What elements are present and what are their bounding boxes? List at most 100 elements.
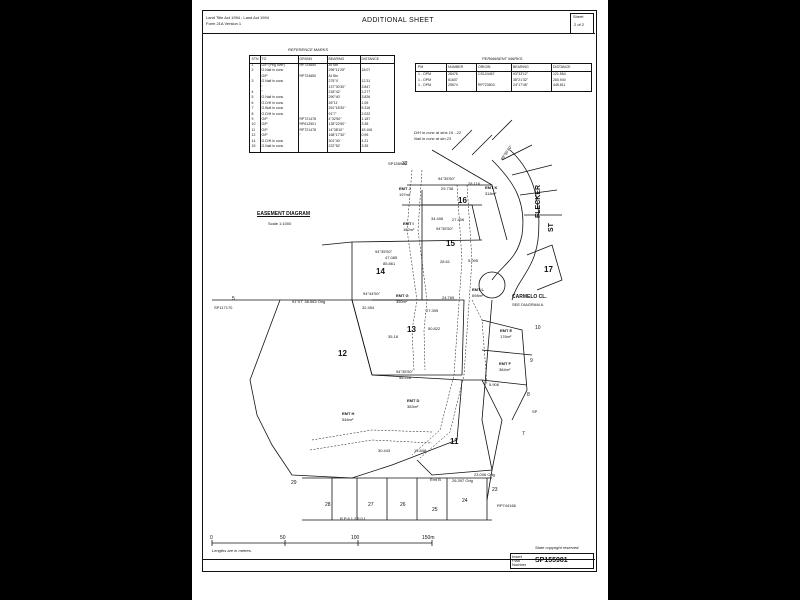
- ref-table-cell: 12: [251, 133, 256, 138]
- ref-table-cell: 3: [251, 79, 254, 84]
- easement-diagram: [211, 119, 563, 546]
- table-header-rule: [416, 71, 591, 72]
- ref-table-cell: RP724650: [299, 63, 317, 67]
- pm-table-cell: CS124467: [478, 72, 495, 76]
- ref-table-cell: O.D/H in conc: [261, 111, 284, 116]
- dim-11: 94°44'50": [363, 291, 381, 296]
- ref-table-cell: 14°38'10": [328, 127, 344, 132]
- dim-9: 47.085: [385, 255, 398, 260]
- table-column-rule: [446, 64, 447, 91]
- ref-table-cell: O.D/H in conc: [261, 100, 284, 105]
- ref-table-cell: O.Nail in conc: [261, 68, 284, 73]
- pm-table-cell: 260.940: [553, 77, 566, 82]
- sheet-border: [202, 10, 597, 572]
- copyright: State copyright reserved.: [535, 545, 580, 550]
- dim-3: 28.116: [468, 181, 480, 186]
- close-name: CARMELO CL.: [512, 294, 547, 300]
- table-column-rule: [260, 56, 261, 152]
- ref-table-cell: 6: [251, 100, 254, 105]
- lot-17: 17: [544, 265, 553, 274]
- ref-table-cell: 0.95: [361, 133, 369, 138]
- dim-23: 5.906: [489, 382, 500, 387]
- emt-j-area: 197m²: [399, 192, 411, 197]
- ref-table-cell: 3.847: [361, 84, 371, 89]
- dim-17: 94°35'50": [396, 369, 414, 374]
- close-note: SEE DIAGRAM A: [512, 302, 544, 307]
- pm-table-cell: 93°33'12": [513, 72, 528, 76]
- footer-rule: [202, 559, 595, 560]
- street-name-1: FLECKER: [535, 184, 542, 218]
- dim-5: 34.406: [431, 216, 444, 221]
- sheet-value: 2 of 2: [574, 22, 585, 27]
- lot-11: 11: [450, 437, 459, 446]
- ref-table-cell: 2.022: [361, 111, 371, 116]
- emt-l-area: 698m²: [472, 293, 484, 298]
- ref-header-cell: DISTANCE: [361, 56, 379, 61]
- ref-table-cell: ": [261, 90, 263, 94]
- ref-table-cell: 1.05: [361, 100, 369, 105]
- diagram-scale: Scale 1:1000: [268, 221, 292, 226]
- ref-table-cell: 4.21: [361, 138, 369, 143]
- ref-table-cell: 26°11': [328, 100, 339, 105]
- lot-12: 12: [338, 349, 347, 358]
- table-column-rule: [298, 56, 299, 152]
- plan-ref-sp117170: SP117170: [214, 305, 233, 310]
- adjoining-lot-8: 8: [527, 392, 530, 398]
- adjoining-lot-10: 10: [535, 325, 541, 331]
- dim-14: 27.395: [426, 308, 439, 313]
- ref-header-cell: STN: [251, 56, 259, 61]
- ref-table-cell: 275°4': [328, 79, 339, 84]
- ref-table-cell: ": [299, 133, 301, 138]
- pm-header-cell: BEARING: [513, 64, 529, 69]
- table-column-rule: [511, 64, 512, 91]
- ref-table-cell: 8: [251, 111, 254, 116]
- ref-table-cell: O/P: [261, 73, 268, 78]
- scale-tick-150: 150m: [422, 535, 435, 541]
- emt-k-area: 318m²: [485, 191, 497, 196]
- ref-table-cell: O.Bolt in conc: [261, 106, 284, 111]
- ref-table-cell: 4: [251, 90, 254, 94]
- emt-d-area: 383m²: [407, 404, 419, 409]
- ref-table-cell: 7: [251, 106, 254, 111]
- emt-g-area: 350m²: [396, 299, 408, 304]
- adjoining-lot-5: 5: [232, 296, 235, 302]
- ref-table-cell: 168°17'30": [328, 133, 346, 138]
- scale-tick-100: 100: [351, 535, 360, 541]
- emt-k-label: EMT K: [485, 185, 498, 190]
- act-line-1: Land Title Act 1994 ; Land Act 1994: [206, 15, 269, 20]
- ref-table-cell: 15: [251, 144, 256, 148]
- ref-table-cell: 3.35: [361, 144, 369, 148]
- dim-10: 85.861: [383, 261, 396, 266]
- dim-18: 58.216: [399, 375, 412, 380]
- dim-27: Emt B: [430, 477, 441, 482]
- ref-table-cell: O/P: [261, 133, 268, 138]
- ref-table-cell: 11: [251, 127, 256, 132]
- permanent-marks-title: PERMANENT MARKS: [482, 56, 523, 61]
- ref-header-cell: BEARING: [328, 56, 345, 61]
- ref-table-cell: O/P: [261, 122, 268, 127]
- emt-l-label: EMT L: [472, 287, 484, 292]
- ref-table-cell: 1: [251, 63, 254, 67]
- ref-table-cell: At Stn: [328, 73, 339, 78]
- scale-tick-50: 50: [280, 535, 286, 541]
- ref-table-cell: 45.106: [361, 127, 373, 132]
- emt-d-label: EMT D: [407, 398, 420, 403]
- pm-table-cell: 24°17'45": [513, 83, 528, 87]
- ref-table-cell: O.D/H in conc: [261, 138, 284, 143]
- adjoining-lot-9: 9: [530, 358, 533, 364]
- adjoining-lot-29: 29: [291, 480, 297, 486]
- dim-16: 50.822: [428, 326, 441, 331]
- emt-j-label: EMT J: [399, 186, 411, 191]
- pm-note-1: D/H in conc at stns 16 - 22: [414, 130, 462, 135]
- ref-table-cell: 9: [251, 117, 254, 121]
- dim-1: 94°35'50": [438, 176, 456, 181]
- street-name-2: ST: [548, 223, 555, 232]
- dim-26: 28.61: [440, 259, 451, 264]
- plan-ref-rp744166: RP744166: [497, 503, 516, 508]
- plan-number-box: [510, 553, 594, 569]
- header-rule: [202, 33, 595, 34]
- dim-6: 27.406: [452, 217, 465, 222]
- plan-ref-sp: SP: [532, 409, 538, 414]
- pm-table-cell: 1 - OPM: [418, 83, 432, 87]
